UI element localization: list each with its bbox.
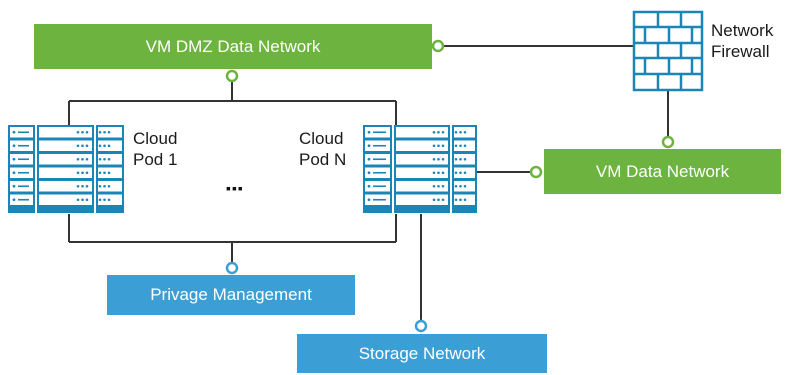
- storage-network-label: Storage Network: [358, 343, 486, 363]
- firewall-label-line2: Firewall: [711, 42, 770, 61]
- pod-n-server-rack-a: [363, 125, 392, 213]
- vm-dmz-data-network: VM DMZ Data Network: [34, 24, 432, 69]
- pod-n-server-rack-b: [394, 125, 450, 213]
- cloud-pod-n-label: Cloud Pod N: [299, 128, 346, 170]
- vm-data-top-connector: [661, 135, 675, 149]
- private-management-network: Privage Management: [107, 275, 355, 315]
- pod-1-label-line1: Cloud: [133, 129, 178, 148]
- pod-1-server-rack-c: [96, 125, 124, 213]
- vm-data-network-label: VM Data Network: [595, 161, 730, 181]
- dmz-right-connector: [431, 39, 445, 53]
- pod-n-label-line1: Cloud: [299, 129, 344, 148]
- storage-network: Storage Network: [297, 334, 547, 373]
- pod-n-label-line2: Pod N: [299, 150, 347, 169]
- pod-1-label-line2: Pod 1: [133, 150, 178, 169]
- pod-n-server-rack-c: [452, 125, 477, 213]
- pod-1-server-rack-b: [37, 125, 94, 213]
- private-management-label: Privage Management: [150, 285, 312, 304]
- firewall-label-line1: Network: [711, 21, 774, 40]
- connector-lines: [68, 45, 669, 324]
- pod-1-server-rack-a: [8, 125, 35, 213]
- network-firewall-label: Network Firewall: [711, 20, 773, 62]
- server-racks: [8, 125, 477, 213]
- management-top-connector: [225, 261, 239, 275]
- vm-data-network: VM Data Network: [544, 149, 781, 194]
- vm-dmz-data-network-label: VM DMZ Data Network: [145, 36, 321, 56]
- vm-data-left-connector: [529, 165, 543, 179]
- dmz-bottom-connector: [225, 69, 239, 83]
- more-pods-ellipsis: ▪▪▪: [226, 180, 244, 196]
- firewall-icon: [632, 10, 704, 92]
- connector-dots: [225, 39, 675, 333]
- storage-top-connector: [414, 319, 428, 333]
- cloud-pod-1-label: Cloud Pod 1: [133, 128, 177, 170]
